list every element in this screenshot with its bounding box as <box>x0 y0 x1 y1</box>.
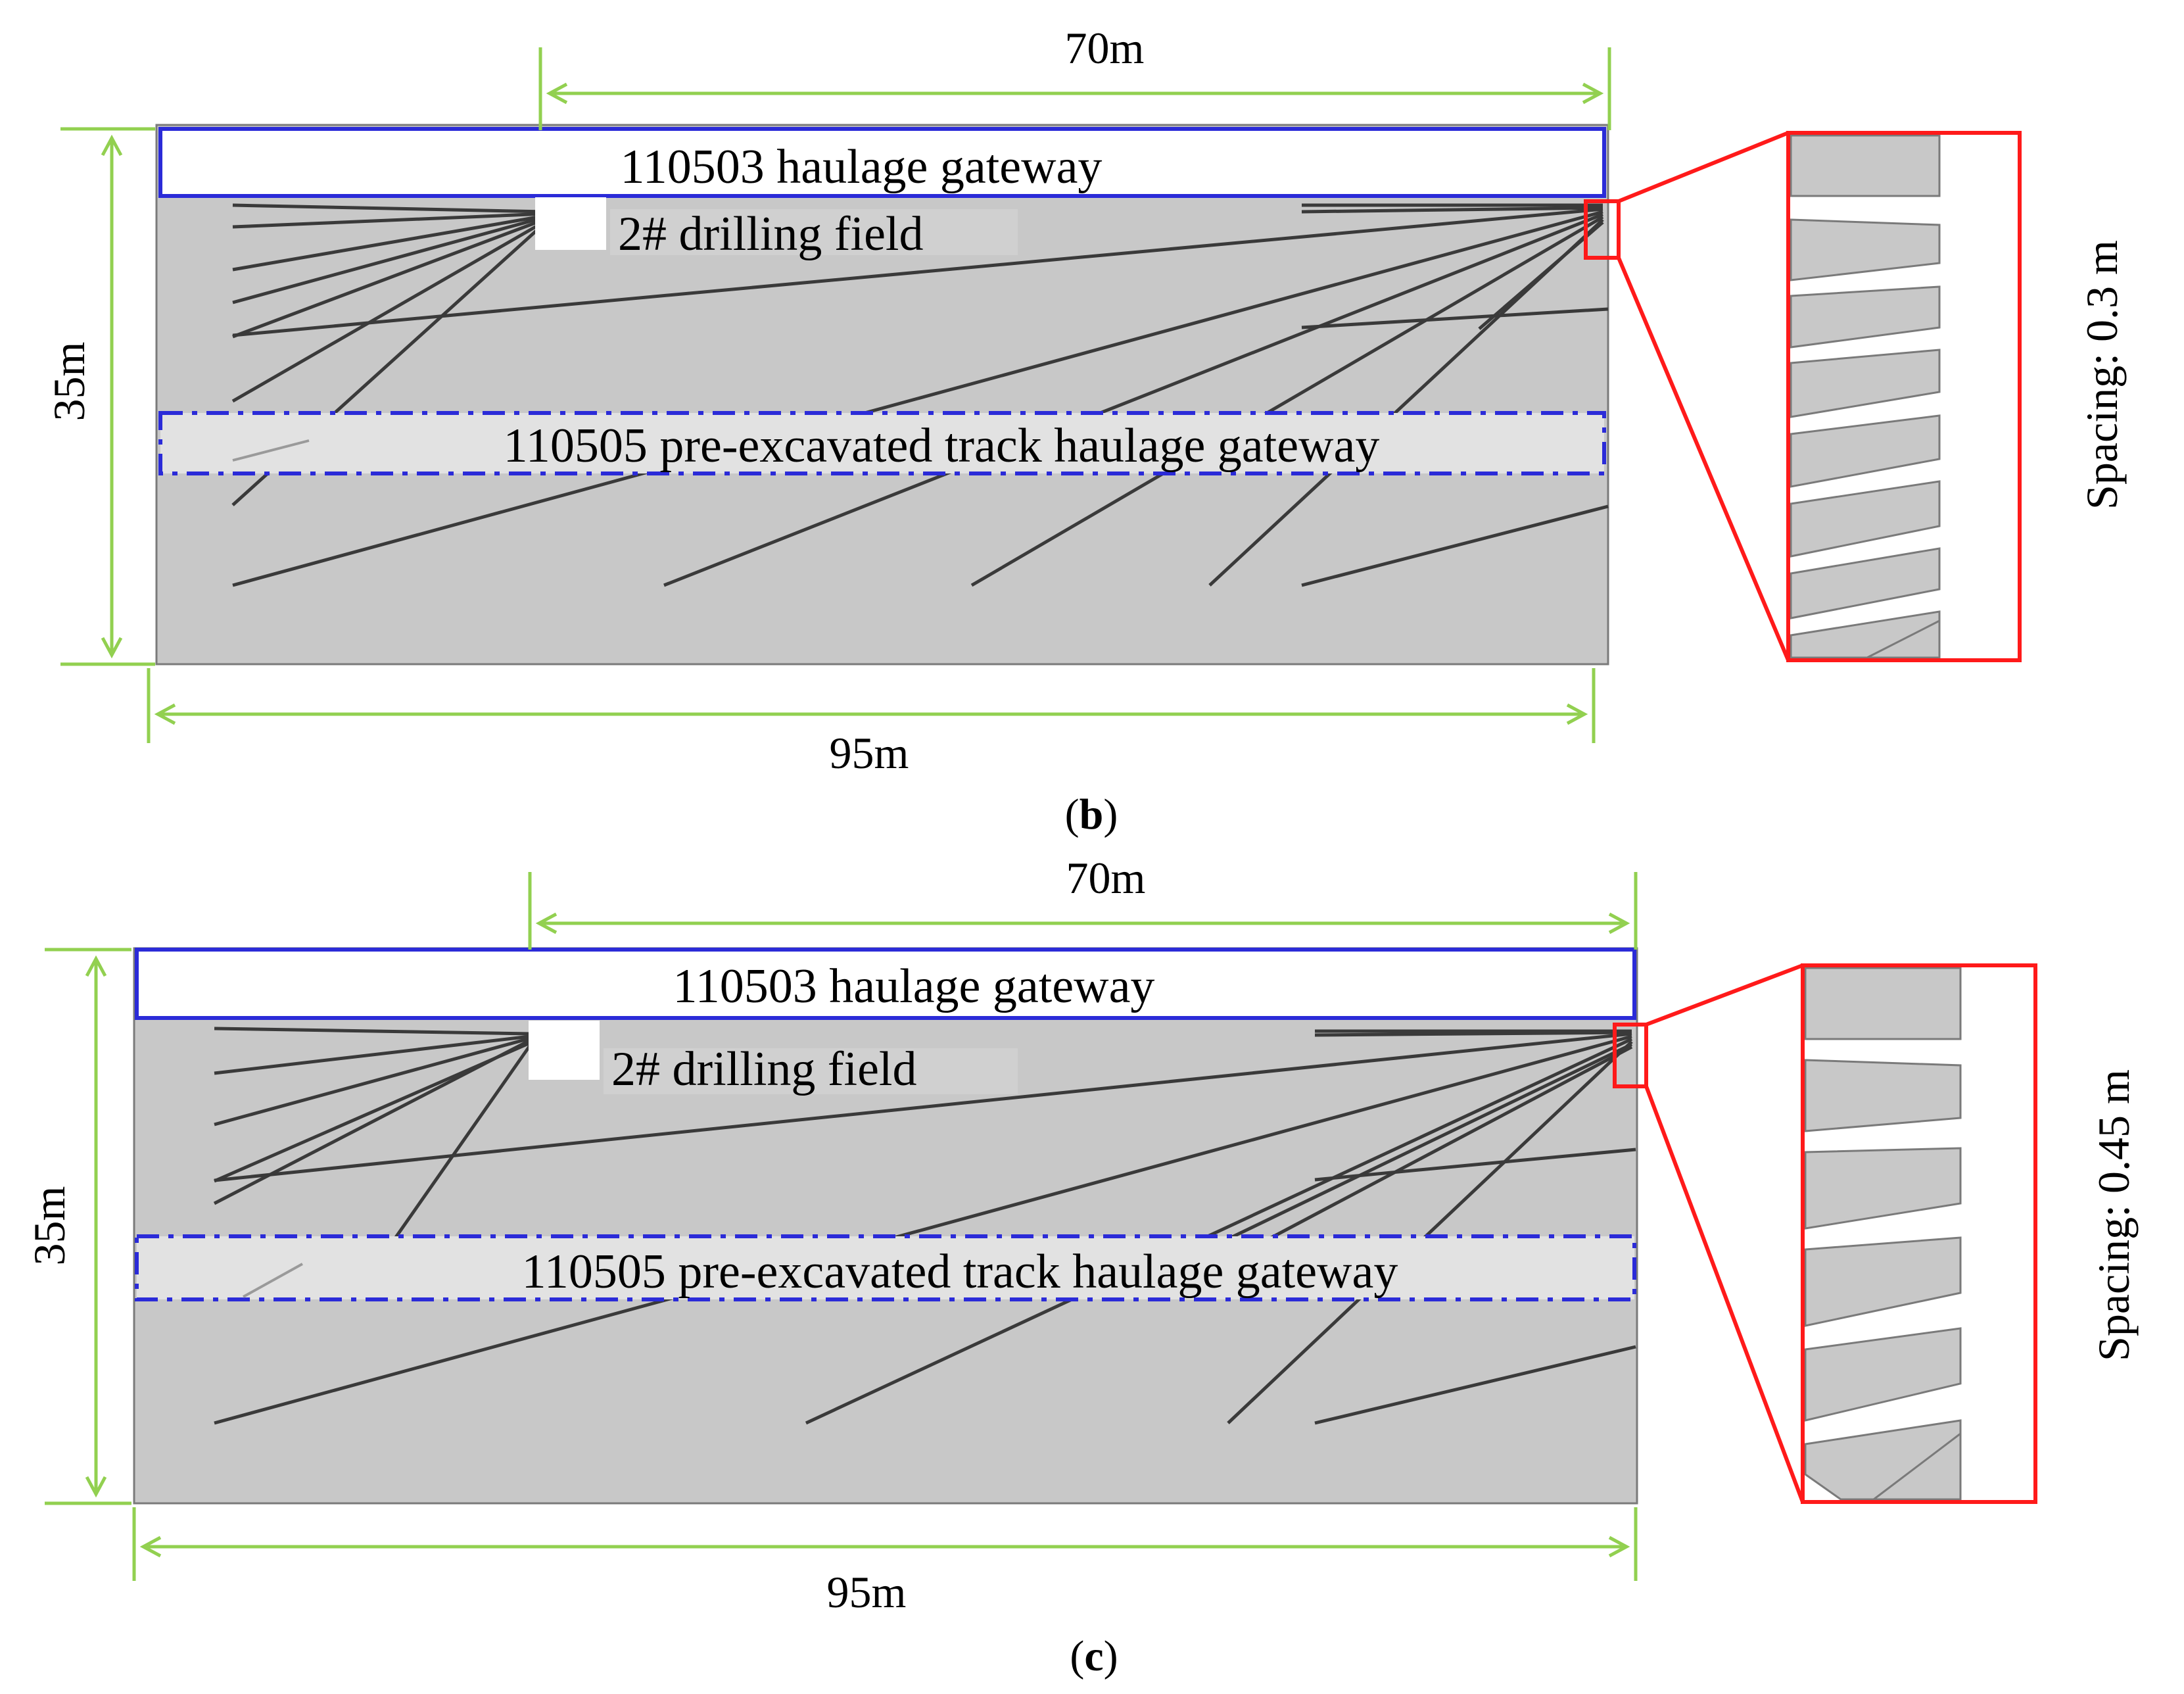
zoom-connector-top <box>1645 963 1804 1027</box>
haulage-gateway-top-label: 110503 haulage gateway <box>673 959 1155 1013</box>
panel-caption: (c) <box>1070 1632 1118 1680</box>
drilling-field-label-bg <box>604 1048 1018 1094</box>
panel-b: 110503 haulage gateway 2# drilling field… <box>44 23 2127 838</box>
drilling-field-label: 2# drilling field <box>611 1042 917 1096</box>
panel-caption: (b) <box>1065 790 1118 838</box>
pre-excavated-gateway-label: 110505 pre-excavated track haulage gatew… <box>504 419 1380 473</box>
dimension-bottom: 95m <box>827 1567 907 1617</box>
drilling-field-label-bg <box>610 209 1018 255</box>
dimension-left: 35m <box>24 1186 74 1266</box>
gateway-borehole-trace <box>243 1263 303 1298</box>
dimension-lines <box>60 47 1611 743</box>
pre-excavated-gateway <box>135 1234 1636 1301</box>
spacing-label: Spacing: 0.45 m <box>2089 1069 2139 1361</box>
pre-excavated-gateway-label: 110505 pre-excavated track haulage gatew… <box>522 1245 1398 1299</box>
dimension-lines <box>45 872 1638 1581</box>
drilling-field-label: 2# drilling field <box>618 207 924 261</box>
drilling-field-box <box>529 1021 600 1080</box>
spacing-inset <box>1801 963 2037 1504</box>
dimension-top: 70m <box>1066 853 1146 903</box>
spacing-inset <box>1786 131 2022 662</box>
dimension-bottom: 95m <box>830 728 909 778</box>
zoom-marker <box>1584 199 1621 260</box>
pre-excavated-gateway <box>158 411 1606 475</box>
haulage-gateway-top <box>158 127 1606 198</box>
gateway-borehole-trace <box>232 439 310 462</box>
rock-block <box>133 947 1638 1505</box>
zoom-connector-bottom <box>1644 1085 1805 1503</box>
drilling-field-box <box>535 197 606 250</box>
zoom-marker <box>1613 1023 1648 1088</box>
dimension-top: 70m <box>1065 23 1145 73</box>
haulage-gateway-top-label: 110503 haulage gateway <box>621 140 1103 194</box>
spacing-label: Spacing: 0.3 m <box>2077 240 2127 510</box>
zoom-connector-bottom <box>1617 256 1790 662</box>
panel-c: 110503 haulage gateway 2# drilling field… <box>24 853 2139 1680</box>
haulage-gateway-top <box>135 948 1636 1020</box>
dimension-left: 35m <box>44 342 94 422</box>
zoom-connector-top <box>1617 131 1790 203</box>
boreholes <box>213 1027 1636 1425</box>
